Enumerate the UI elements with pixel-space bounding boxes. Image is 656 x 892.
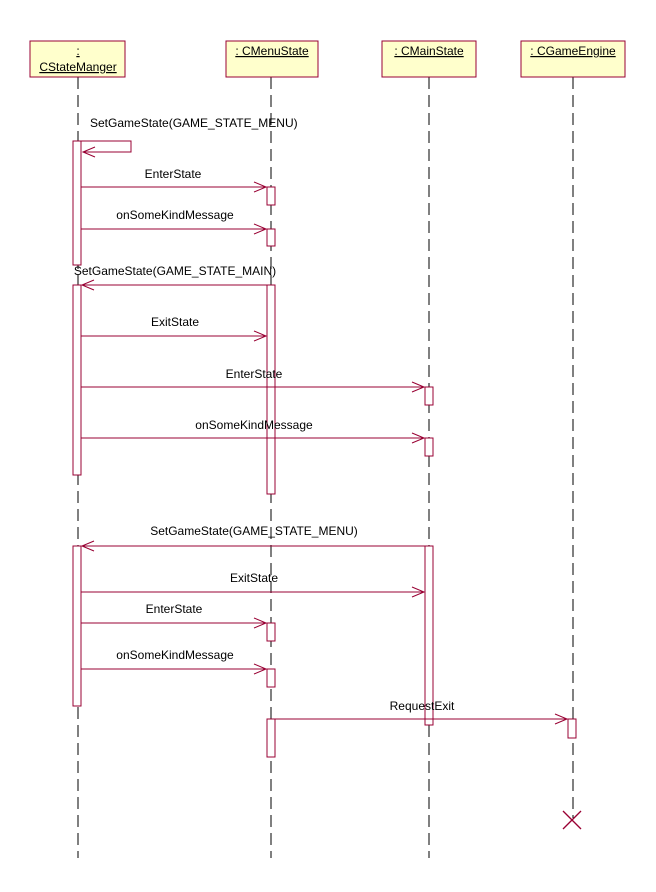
activation-bar xyxy=(266,668,276,688)
activation-bar xyxy=(266,186,276,206)
message-set-game-state-menu-self: SetGameState(GAME_STATE_MENU) xyxy=(81,116,298,158)
message-enter-state: EnterState xyxy=(81,167,268,193)
participant-label: : CMenuState xyxy=(235,44,309,58)
participant-label: : CGameEngine xyxy=(530,44,616,58)
participant-label-line2: CStateManger xyxy=(39,60,116,74)
participant-cgameengine[interactable]: : CGameEngine xyxy=(520,40,626,78)
activation-bar xyxy=(424,437,434,457)
participant-cmainstate[interactable]: : CMainState xyxy=(381,40,477,78)
message-label: RequestExit xyxy=(390,699,455,713)
message-enter-state: EnterState xyxy=(81,367,426,393)
activation-bar xyxy=(266,718,276,758)
message-exit-state: ExitState xyxy=(81,315,268,342)
message-label: onSomeKindMessage xyxy=(116,208,234,222)
activation-bar xyxy=(72,545,82,707)
activation-bar xyxy=(424,386,434,406)
activation-bar xyxy=(72,284,82,476)
message-enter-state: EnterState xyxy=(81,602,268,629)
destroy-marker-icon xyxy=(562,810,582,830)
message-label: EnterState xyxy=(145,167,202,181)
participant-label-line1: : xyxy=(76,44,79,58)
message-set-game-state-menu: SetGameState(GAME_STATE_MENU) xyxy=(80,524,425,552)
message-label: ExitState xyxy=(230,571,278,585)
message-on-some-kind-message: onSomeKindMessage xyxy=(81,208,268,235)
message-label: onSomeKindMessage xyxy=(195,418,313,432)
participant-cstatemanger[interactable]: : CStateManger xyxy=(29,40,126,78)
message-label: onSomeKindMessage xyxy=(116,648,234,662)
message-label: EnterState xyxy=(146,602,203,616)
message-on-some-kind-message: onSomeKindMessage xyxy=(81,648,268,675)
message-on-some-kind-message: onSomeKindMessage xyxy=(81,418,426,444)
participant-cmenustate[interactable]: : CMenuState xyxy=(225,40,319,78)
message-request-exit: RequestExit xyxy=(275,699,569,725)
activation-bar xyxy=(424,545,434,726)
activation-bar xyxy=(266,228,276,247)
message-label: EnterState xyxy=(226,367,283,381)
activation-bar xyxy=(567,718,577,739)
activation-bar xyxy=(72,140,82,266)
participant-label: : CMainState xyxy=(394,44,464,58)
message-set-game-state-main: SetGameState(GAME_STATE_MAIN) xyxy=(74,264,276,291)
activation-bar xyxy=(266,284,276,495)
message-label: SetGameState(GAME_STATE_MAIN) xyxy=(74,264,276,278)
message-label: SetGameState(GAME_STATE_MENU) xyxy=(90,116,298,130)
message-label: ExitState xyxy=(151,315,199,329)
message-label: SetGameState(GAME_STATE_MENU) xyxy=(150,524,358,538)
activation-bar xyxy=(266,622,276,642)
message-exit-state: ExitState xyxy=(81,571,426,598)
